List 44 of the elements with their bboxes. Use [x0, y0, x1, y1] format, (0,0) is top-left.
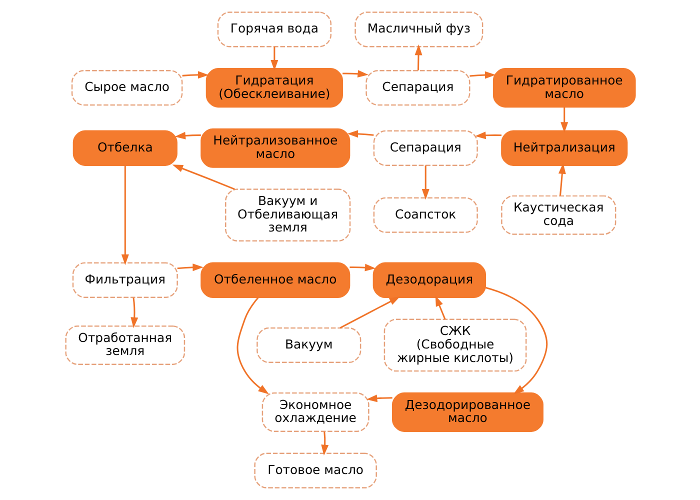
arrow: [469, 71, 496, 79]
arrow: [349, 264, 376, 272]
arrow: [421, 165, 429, 200]
arrow: [339, 296, 400, 329]
arrow: [172, 164, 234, 190]
node-box: Вакуум: [256, 327, 361, 364]
node-box: Дезодорация: [372, 262, 486, 298]
arrow: [484, 286, 548, 394]
node-box: Масличный фуз: [354, 12, 483, 48]
arrow: [236, 296, 268, 394]
arrow: [176, 264, 203, 272]
node-box: Сырое масло: [70, 70, 182, 106]
node-box: Экономное охлаждение: [261, 392, 369, 432]
node-box: Нейтрализация: [500, 130, 628, 166]
arrow: [342, 70, 368, 78]
arrow: [414, 44, 422, 70]
node-box: Горячая вода: [216, 12, 331, 48]
node-box: Каустическая сода: [500, 195, 616, 235]
arrow: [434, 296, 446, 320]
node-box: Отработанная земля: [64, 325, 185, 365]
arrow: [560, 107, 568, 133]
node-box: Соапсток: [372, 197, 478, 233]
node-box: Отбеленное масло: [200, 262, 350, 298]
arrow: [174, 132, 200, 140]
node-box: Вакуум и Отбеливающая земля: [224, 188, 350, 242]
node-box: Нейтрализованное масло: [200, 128, 350, 168]
node-box: Гидратация (Обесклеивание): [205, 68, 342, 108]
arrow: [366, 394, 392, 402]
node-box: Фильтрация: [72, 262, 178, 298]
arrow: [346, 130, 374, 138]
arrow: [270, 46, 278, 71]
node-box: Дезодорированное масло: [391, 392, 543, 432]
node-box: Сепарация: [372, 130, 478, 166]
arrow: [474, 132, 502, 140]
arrow: [120, 166, 128, 266]
node-box: Гидратированное масло: [492, 68, 636, 108]
arrow: [320, 432, 328, 456]
node-box: СЖК (Свободные жирные кислоты): [383, 318, 526, 372]
node-box: Готовое масло: [254, 452, 376, 488]
node-box: Отбелка: [72, 130, 177, 166]
arrow: [558, 163, 566, 196]
node-box: Сепарация: [365, 70, 470, 106]
arrow: [130, 298, 138, 328]
arrow: [182, 71, 208, 79]
